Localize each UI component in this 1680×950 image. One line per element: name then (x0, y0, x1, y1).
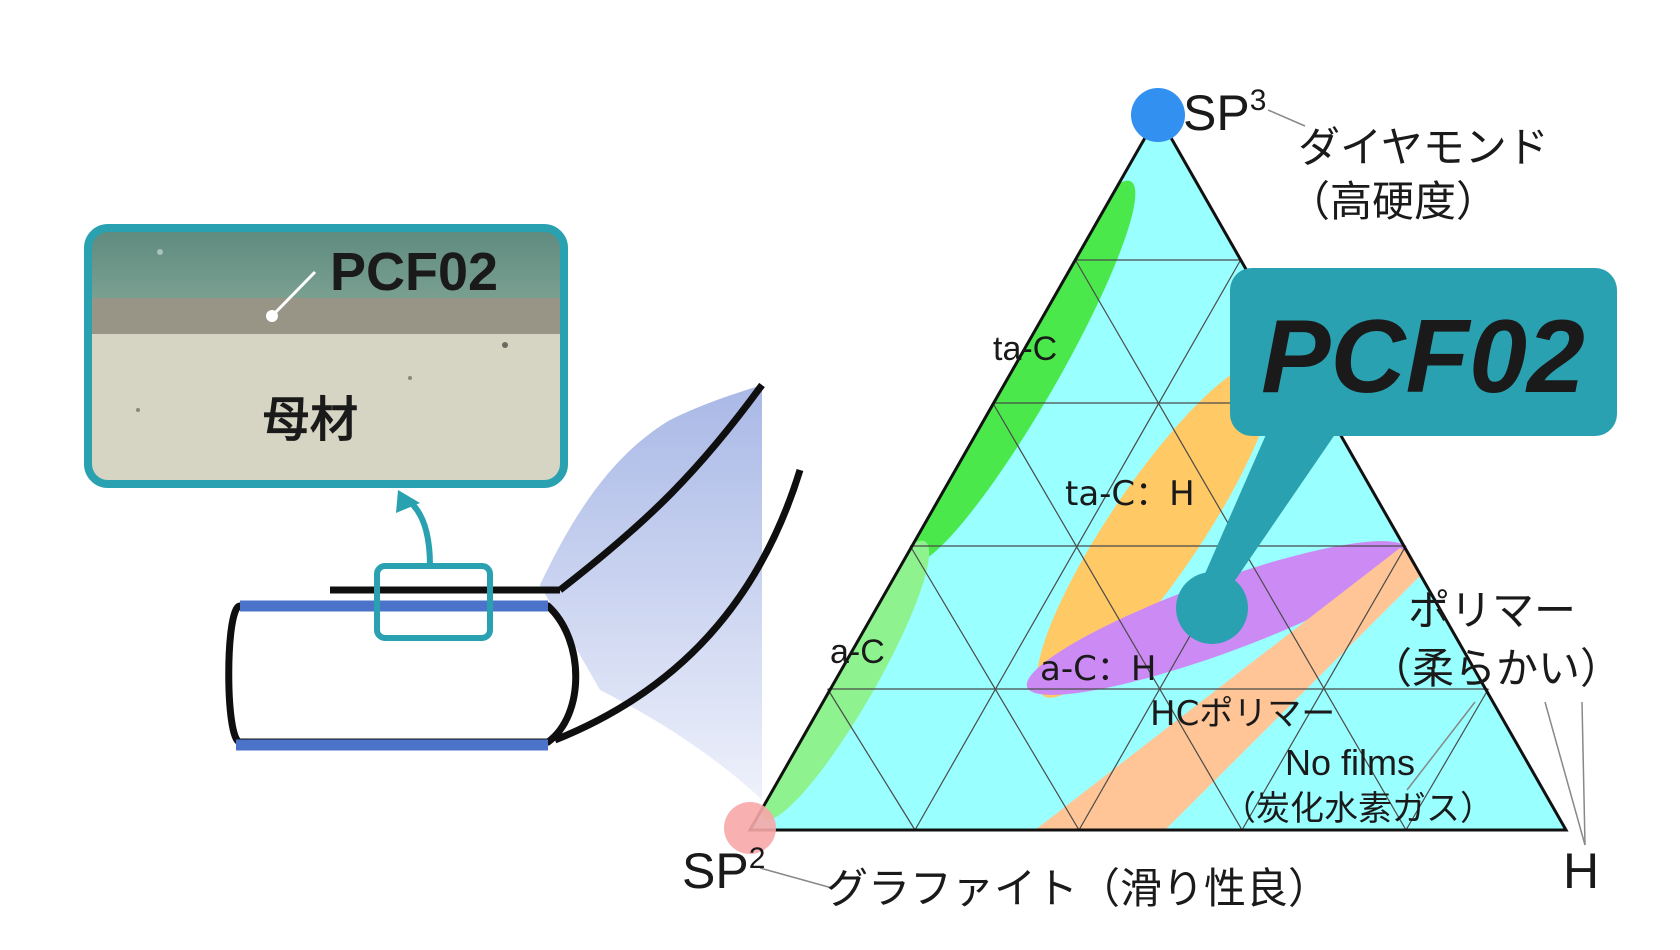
region-a-c-h-label: a-C：H (1040, 649, 1156, 689)
region-a-c-label: a-C (830, 633, 885, 671)
callout-label: PCF02 (1261, 299, 1585, 415)
inset-speck (136, 408, 140, 412)
region-ta-c-ellipse (906, 180, 1136, 564)
diamond-sub-label: （高硬度） (1288, 177, 1498, 226)
polymer-sub-label: （柔らかい） (1370, 644, 1622, 693)
inset-interface-layer (88, 298, 564, 336)
pcf02-position-marker (1176, 572, 1248, 644)
leader-line (1544, 701, 1586, 846)
ternary-diagram: SP3 SP2 H ダイヤモンド （高硬度） グラファイト（滑り性良） ポリマー… (682, 84, 1622, 913)
leader-line (1267, 109, 1306, 127)
grid-line (992, 402, 1243, 831)
sp3-vertex-dot (1131, 88, 1185, 142)
inset-speck (408, 376, 412, 380)
leader-lines (759, 109, 1586, 889)
inset-speck (502, 342, 508, 348)
inset-film-layer (88, 228, 564, 300)
inset-leader-dot (266, 310, 278, 322)
inset-speck (157, 249, 163, 255)
callout-box (1230, 268, 1617, 436)
zoom-arrow (407, 499, 433, 567)
grid-line (1405, 688, 1489, 831)
region-a-c-ellipse (760, 540, 930, 820)
inset-substrate-label: 母材 (262, 392, 358, 448)
region-ta-c-h-ellipse (1036, 362, 1274, 698)
region-ta-c-label: ta-C (993, 330, 1057, 368)
leader-line (1406, 701, 1476, 791)
pcf02-callout: PCF02 (1176, 268, 1617, 644)
curved-sheet (540, 385, 762, 800)
ternary-triangle-outline (747, 111, 1569, 832)
zoom-region-box (374, 563, 493, 641)
region-hc-polymer-label: HCポリマー (1150, 694, 1335, 734)
callout-pointer (1200, 430, 1338, 595)
grid-line (914, 259, 1242, 831)
sp2-vertex-dot (724, 802, 776, 854)
grid-line (909, 545, 1080, 831)
leader-line (1581, 701, 1586, 846)
inset-film-label: PCF02 (330, 242, 498, 302)
grid-line (827, 688, 916, 831)
magnified-inset: PCF02 母材 (84, 224, 568, 488)
part-block (225, 602, 580, 746)
h-vertex-label: H (1563, 843, 1599, 899)
polymer-label: ポリマー (1408, 586, 1576, 635)
sheet-edge-bottom (553, 468, 804, 744)
no-films-sub-label: （炭化水素ガス） (1222, 789, 1494, 829)
leader-line (759, 867, 833, 889)
region-ta-c-h-label: ta-C：H (1065, 474, 1195, 514)
diamond-label: ダイヤモンド (1298, 123, 1549, 172)
no-films-label: No films (1285, 742, 1415, 783)
coated-part-illustration (225, 382, 804, 800)
inset-border (84, 224, 568, 488)
zoom-arrow-head (396, 490, 420, 513)
graphite-label: グラファイト（滑り性良） (826, 864, 1330, 913)
inset-leader-line (270, 270, 317, 318)
sheet-edge-top (557, 382, 765, 593)
sp2-vertex-label: SP2 (682, 842, 765, 899)
sp3-vertex-label: SP3 (1183, 84, 1266, 141)
inset-substrate-layer (88, 334, 564, 484)
